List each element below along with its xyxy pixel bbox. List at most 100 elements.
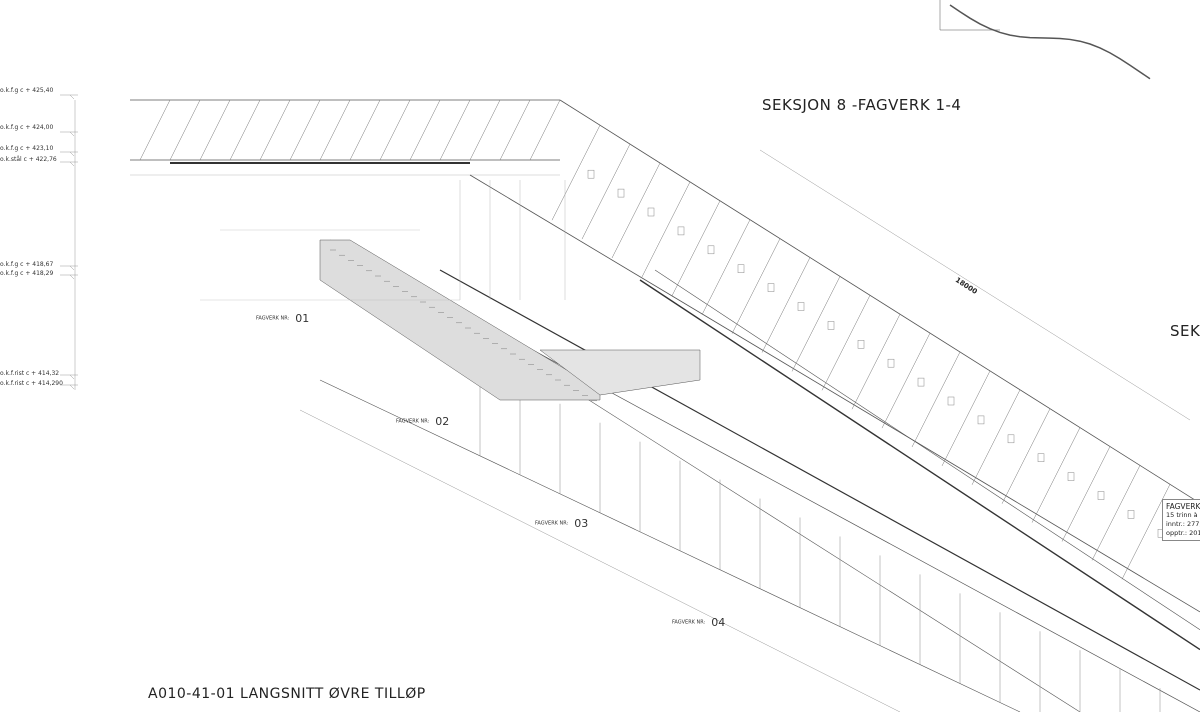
level-marker (69, 151, 75, 157)
window-mark (1127, 510, 1135, 519)
truss-diagonal (1001, 408, 1051, 504)
truss-diagonal (761, 257, 811, 353)
truss-diagonal (551, 125, 601, 221)
level-label: o.k.f.g c + 418,67 (0, 261, 54, 268)
window-mark (1007, 434, 1015, 444)
grating-hatch (539, 349, 701, 396)
truss-diagonal (971, 389, 1021, 485)
window-mark (797, 302, 805, 311)
window-mark (737, 264, 745, 273)
truss-diagonal (641, 181, 691, 278)
truss-diagonal (731, 238, 781, 334)
window-mark (857, 340, 865, 349)
dimension-line (759, 149, 1191, 421)
truss-label-text: FAGVERK NR: (672, 619, 706, 626)
info-box: FAGVERK 06 15 trinn à 310 m inntr.: 277,… (1162, 499, 1200, 541)
truss-diagonal (1061, 446, 1111, 542)
drawing-line (319, 379, 1021, 712)
level-marker (69, 374, 75, 380)
info-box-line: inntr.: 277,38 m (1166, 520, 1200, 528)
truss-diagonal (581, 143, 631, 240)
level-marker (69, 265, 75, 271)
section-title: SEKSJON 8 -FAGVERK 1-4 (762, 96, 962, 114)
beam (439, 269, 1200, 691)
window-mark (587, 169, 595, 179)
window-mark (917, 377, 925, 387)
truss-diagonal (911, 351, 961, 448)
truss-diagonal (349, 99, 381, 161)
truss-number: 04 (711, 616, 726, 629)
stair-hatch (319, 239, 601, 401)
window-mark (1097, 491, 1105, 500)
truss-diagonal (439, 99, 471, 161)
truss-label-04: FAGVERK NR: 04 (672, 612, 725, 631)
info-box-line: opptr.: 201,53 m (1166, 529, 1200, 537)
truss-diagonal (1031, 427, 1081, 523)
drawing-line (654, 269, 1200, 630)
drawing-line (559, 99, 1200, 504)
level-marker (69, 94, 75, 100)
truss-diagonal (941, 370, 991, 467)
truss-diagonal (169, 99, 201, 161)
drawing-line (469, 174, 1200, 613)
truss-label-01: FAGVERK NR: 01 (256, 308, 309, 327)
drawing-line (299, 409, 901, 712)
truss-number: 02 (435, 415, 450, 428)
truss-diagonal (409, 99, 441, 161)
window-mark (1067, 472, 1075, 481)
window-mark (707, 245, 715, 255)
truss-diagonal (199, 99, 231, 161)
truss-diagonal (701, 219, 751, 315)
section-title-cut: SEKS (1170, 322, 1200, 340)
truss-diagonal (139, 99, 171, 161)
level-label: o.k.f.g c + 425,40 (0, 87, 54, 94)
window-mark (617, 188, 625, 198)
window-mark (887, 358, 895, 368)
window-mark (647, 207, 655, 217)
truss-diagonal (881, 332, 931, 429)
level-marker (69, 384, 75, 390)
truss-diagonal (289, 99, 321, 161)
level-label: o.k.f.g c + 418,29 (0, 270, 54, 277)
truss-number: 03 (574, 517, 589, 530)
truss-diagonal (469, 99, 501, 161)
truss-diagonal (791, 276, 841, 372)
truss-diagonal (1091, 465, 1141, 561)
level-marker (69, 161, 75, 167)
info-box-line: 15 trinn à 310 m (1166, 511, 1200, 519)
truss-diagonal (259, 99, 291, 161)
truss-diagonal (851, 314, 901, 410)
truss-label-text: FAGVERK NR: (256, 315, 290, 322)
level-marker (69, 274, 75, 280)
window-mark (977, 415, 985, 425)
level-marker (69, 131, 75, 137)
truss-diagonal (529, 99, 561, 161)
window-mark (947, 396, 955, 406)
level-label: o.k.f.g c + 423,10 (0, 145, 54, 152)
truss-diagonal (611, 162, 661, 259)
truss-label-text: FAGVERK NR: (396, 418, 430, 425)
level-label: o.k.f.g c + 424,00 (0, 124, 54, 131)
info-box-title: FAGVERK 06 (1166, 502, 1200, 511)
level-label: o.k.f.rist c + 414,32 (0, 370, 60, 377)
truss-number: 01 (295, 312, 310, 325)
site-plan-sketch (949, 4, 1151, 80)
truss-diagonal (319, 99, 351, 161)
level-label: o.k.stål c + 422,76 (0, 156, 57, 163)
truss-label-03: FAGVERK NR: 03 (535, 513, 588, 532)
level-label: o.k.f.rist c + 414,290 (0, 380, 63, 387)
truss-label-text: FAGVERK NR: (535, 520, 569, 527)
window-mark (827, 321, 835, 330)
truss-diagonal (499, 99, 531, 161)
beam (639, 279, 1200, 651)
truss-diagonal (379, 99, 411, 161)
window-mark (767, 283, 775, 292)
window-mark (1037, 453, 1045, 462)
truss-label-02: FAGVERK NR: 02 (396, 411, 449, 430)
truss-diagonal (821, 295, 871, 391)
truss-diagonal (671, 200, 721, 296)
drawing-title: A010-41-01 LANGSNITT ØVRE TILLØP (148, 686, 426, 702)
window-mark (677, 226, 685, 236)
